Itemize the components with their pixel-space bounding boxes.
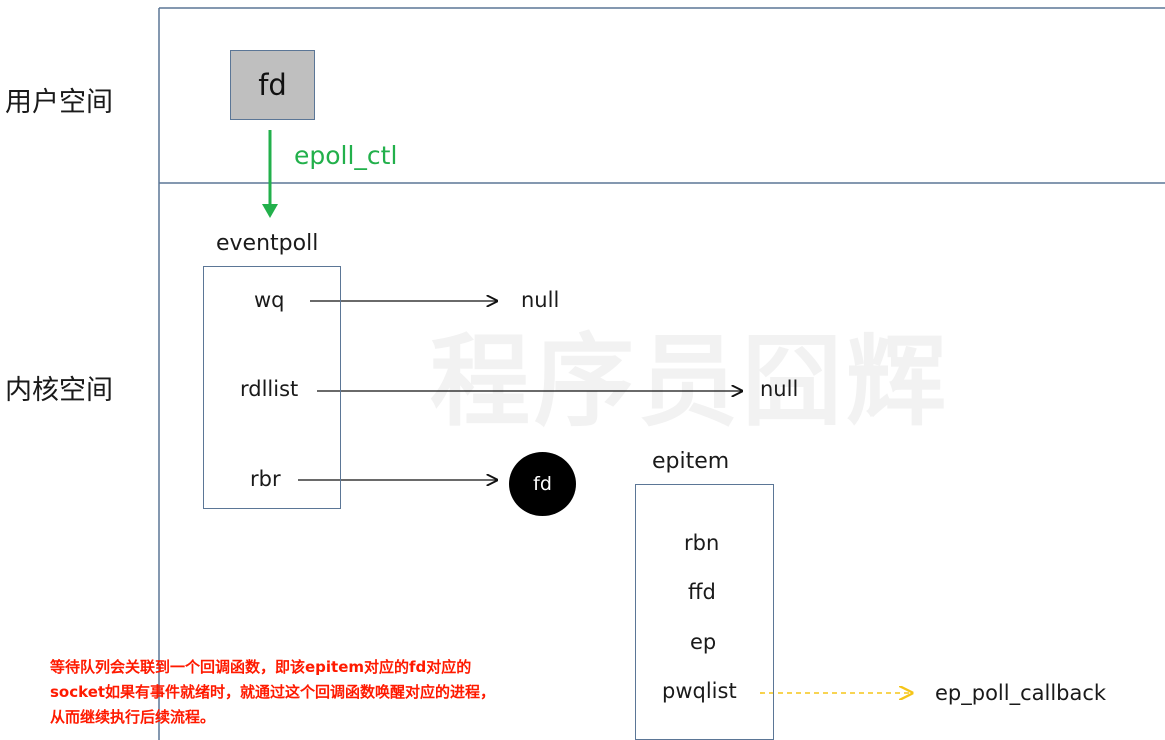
kernel-space-label: 内核空间: [5, 375, 113, 406]
eventpoll-box: [203, 266, 341, 509]
epoll-ctl-arrowhead: [262, 204, 278, 218]
epitem-title: epitem: [652, 449, 730, 474]
epitem-field-rbn: rbn: [684, 531, 720, 555]
epitem-field-ffd: ffd: [688, 580, 716, 604]
watermark: 程序员囧辉: [430, 323, 950, 440]
wq-null-label: null: [521, 288, 560, 312]
explanation-note: 等待队列会关联到一个回调函数，即该epitem对应的fd对应的 socket如果…: [50, 655, 495, 730]
rbr-fd-node: fd: [509, 452, 576, 516]
ep-poll-callback-label: ep_poll_callback: [935, 681, 1107, 705]
epitem-field-ep: ep: [690, 630, 717, 654]
eventpoll-field-wq: wq: [254, 288, 285, 312]
epitem-field-pwqlist: pwqlist: [662, 679, 737, 703]
rdllist-null-label: null: [760, 377, 799, 401]
note-line-1: 等待队列会关联到一个回调函数，即该epitem对应的fd对应的: [50, 658, 472, 676]
user-space-label: 用户空间: [5, 87, 113, 118]
eventpoll-field-rbr: rbr: [250, 467, 281, 491]
note-line-3: 从而继续执行后续流程。: [50, 708, 216, 726]
user-fd-box: fd: [230, 50, 315, 120]
eventpoll-field-rdllist: rdllist: [240, 377, 299, 401]
epoll-ctl-label: epoll_ctl: [294, 141, 398, 170]
note-line-2: socket如果有事件就绪时，就通过这个回调函数唤醒对应的进程，: [50, 683, 496, 701]
eventpoll-title: eventpoll: [216, 231, 319, 256]
